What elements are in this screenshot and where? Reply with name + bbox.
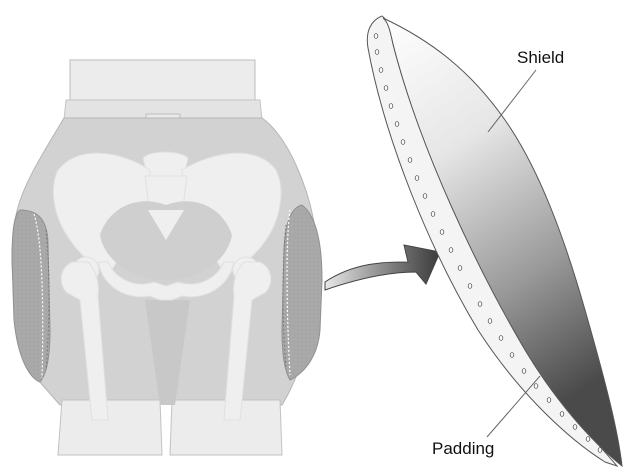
shield-leader-line: [488, 70, 536, 132]
curved-arrow-icon: [325, 245, 440, 290]
shield-label: Shield: [517, 48, 564, 68]
shield-icon: [367, 16, 622, 466]
shield-shell: [383, 18, 622, 466]
left-leg-cuff: [58, 400, 162, 455]
padding-label: Padding: [432, 439, 494, 459]
padding-leader-line: [487, 376, 540, 437]
hip-protector-garment-icon: [12, 60, 322, 455]
left-hip-pad: [12, 210, 50, 382]
right-hip-pad: [282, 205, 322, 380]
